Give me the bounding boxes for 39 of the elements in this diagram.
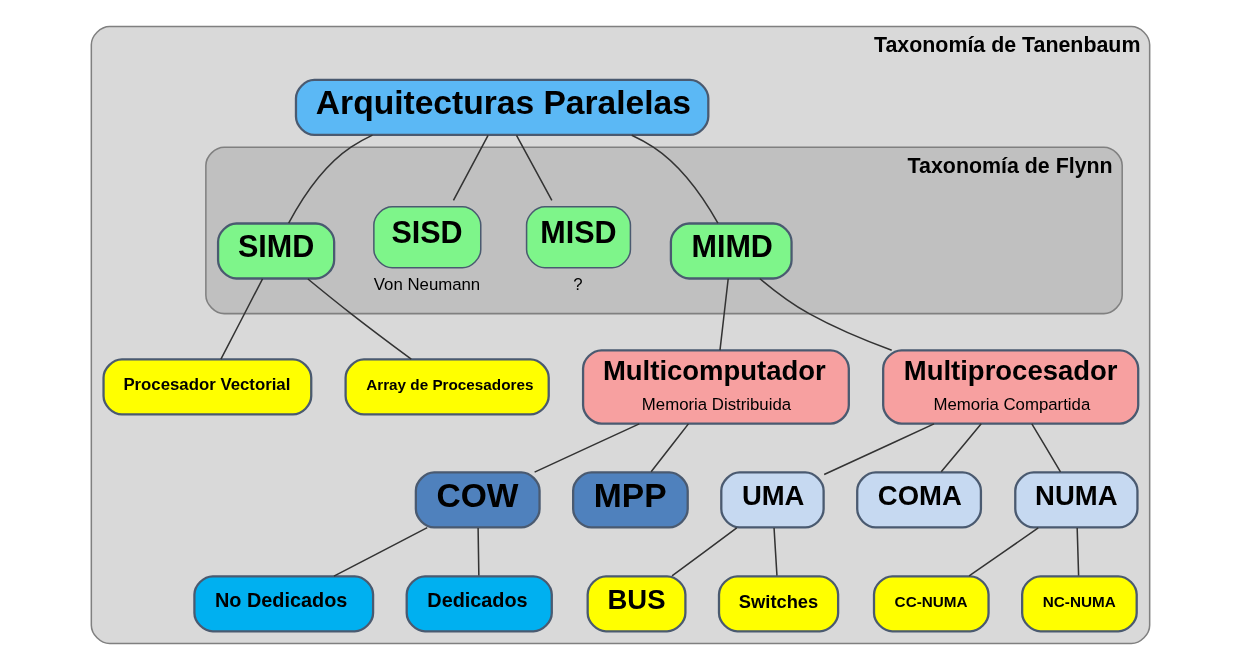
node-box: Array de Procesadores: [343, 358, 550, 416]
node-box: COMA: [855, 471, 982, 529]
node-box: Dedicados: [405, 575, 553, 633]
node-box: Multiprocesador Memoria Compartida: [881, 349, 1139, 425]
connector: [452, 134, 489, 202]
connector: [332, 526, 428, 577]
connector: [718, 278, 729, 351]
node-box: Arquitecturas Paralelas: [294, 78, 709, 137]
connector: [772, 527, 778, 577]
connector: [306, 278, 412, 360]
connector: [939, 423, 982, 473]
node-box: BUS: [586, 575, 687, 633]
connector: [219, 278, 263, 360]
connector: [515, 134, 553, 202]
node-box: No Dedicados: [192, 575, 374, 633]
node-box: CC-NUMA: [872, 575, 990, 633]
node-box: COW: [414, 471, 541, 529]
connector: [287, 134, 373, 224]
node-box: SIMD: [216, 222, 335, 280]
connector: [758, 277, 892, 351]
node-box: Multicomputador Memoria Distribuida: [581, 349, 850, 425]
connector: [1075, 527, 1079, 577]
node-box: NUMA: [1013, 471, 1139, 529]
node-box: MPP: [571, 471, 689, 529]
connector: [630, 134, 719, 224]
node-box: Procesador Vectorial: [101, 358, 312, 416]
connector: [476, 527, 480, 577]
node-label: Von Neumann: [373, 275, 480, 295]
node-box: NC-NUMA: [1020, 575, 1138, 633]
connector: [533, 423, 640, 473]
node-box: MIMD: [669, 222, 793, 280]
connector: [822, 423, 935, 476]
node-box: Switches: [717, 575, 839, 633]
connector: [967, 527, 1039, 577]
connector: [649, 423, 689, 473]
node-label: ?: [572, 275, 582, 295]
connector: [1030, 423, 1061, 473]
connector: [670, 527, 737, 577]
node-box: UMA: [719, 471, 825, 529]
